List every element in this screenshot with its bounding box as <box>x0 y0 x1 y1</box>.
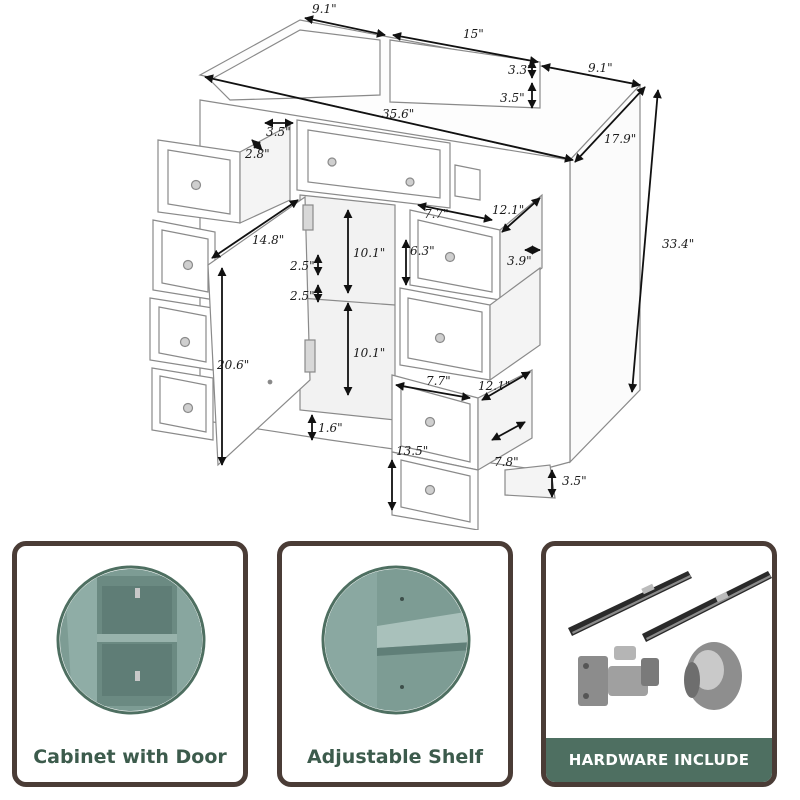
left-drawer-3 <box>149 297 214 371</box>
dim-right-drawer-upper-inner: 3.9" <box>507 254 532 268</box>
cabinet-door-illustration <box>56 565 206 715</box>
dim-right-drawer-lower-inner: 7.8" <box>494 455 519 469</box>
dim-right-drawer-upper-width: 7.7" <box>424 207 449 221</box>
left-drawer-2 <box>152 219 216 301</box>
dim-top-opening-width: 15" <box>463 27 484 41</box>
dim-upper-compartment-height: 10.1" <box>353 246 385 260</box>
knob-icon <box>684 642 742 710</box>
dim-right-drawer-lower-depth: 12.1" <box>478 379 510 393</box>
dim-right-drawer-upper-height: 6.3" <box>410 244 435 258</box>
dim-door-width: 14.8" <box>252 233 284 247</box>
dim-right-drawer-upper-depth: 12.1" <box>492 203 524 217</box>
adjustable-shelf-illustration <box>321 565 471 715</box>
right-drawer-bottom <box>391 451 479 530</box>
dim-top-rail-height: 3.5" <box>500 91 525 105</box>
dim-overall-height: 33.4" <box>662 237 694 251</box>
hardware-include-panel: HARDWARE INCLUDE <box>541 541 777 787</box>
cabinet-dimension-diagram: 9.1" 15" 3.3" 9.1" 3.5" 35.6" 17.9" 33.4… <box>149 2 694 530</box>
dimension-lines <box>204 15 662 511</box>
left-drawer-4 <box>151 367 214 441</box>
dim-shelf-gap-lower: 2.5" <box>289 289 315 303</box>
dim-top-right-depth: 9.1" <box>588 61 613 75</box>
dim-overall-depth: 17.9" <box>604 132 636 146</box>
adjustable-shelf-caption: Adjustable Shelf <box>306 746 484 768</box>
dim-right-drawer-lower-height: 13.5" <box>396 444 428 458</box>
dim-top-gap-height: 3.3" <box>508 63 533 77</box>
right-drawer-middle <box>399 266 541 382</box>
dim-door-height: 20.6" <box>216 358 249 372</box>
open-door <box>207 195 316 467</box>
dim-top-left-depth: 9.1" <box>312 2 337 16</box>
adjustable-shelf-panel: Adjustable Shelf <box>277 541 513 787</box>
dim-shelf-gap-upper: 2.5" <box>289 259 315 273</box>
hinge-icon <box>578 646 659 706</box>
drawer-slide-left-icon <box>568 571 692 636</box>
dimension-labels: 9.1" 15" 3.3" 9.1" 3.5" 35.6" 17.9" 33.4… <box>216 2 694 488</box>
dim-top-left-drawer-inner: 2.8" <box>244 147 270 161</box>
dim-lower-compartment-height: 10.1" <box>353 346 385 360</box>
cabinet-drawing <box>149 19 642 530</box>
hardware-illustration <box>568 571 772 710</box>
dim-base-height: 3.5" <box>562 474 587 488</box>
cabinet-with-door-caption: Cabinet with Door <box>33 746 227 768</box>
dim-toe-kick-height: 1.6" <box>318 421 343 435</box>
hardware-include-caption: HARDWARE INCLUDE <box>546 738 772 782</box>
dim-top-left-drawer-height: 3.5" <box>266 125 291 139</box>
dim-right-drawer-lower-width: 7.7" <box>426 374 451 388</box>
dim-overall-width: 35.6" <box>382 107 414 121</box>
drawer-slide-right-icon <box>642 571 772 642</box>
cabinet-with-door-panel: Cabinet with Door <box>12 541 248 787</box>
